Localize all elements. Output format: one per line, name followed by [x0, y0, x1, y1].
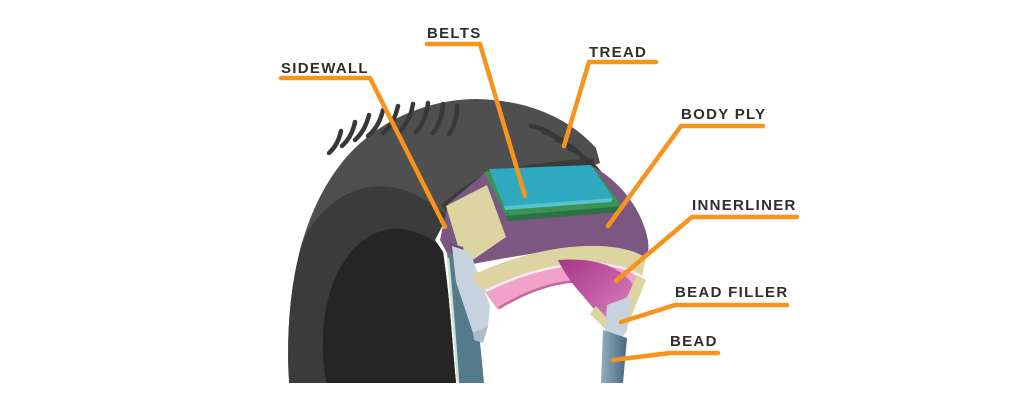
left-leg-bead-filler-facet [473, 326, 488, 343]
tread-grooves-left [326, 100, 460, 156]
left-leg-bead-filler-strip [452, 246, 490, 333]
leader-line-belts [424, 41, 528, 199]
label-body-ply: BODY PLY [681, 106, 767, 123]
bead-filler-layer [605, 296, 631, 343]
arch-cream-band [470, 245, 646, 292]
leader-line-sidewall [278, 75, 448, 230]
leader-line-bead-filler [618, 302, 790, 325]
label-belts: BELTS [427, 25, 482, 42]
belt-teal-light-edge [504, 198, 613, 210]
label-innerliner: INNERLINER [692, 197, 797, 214]
left-leg-bead-steel [447, 252, 484, 383]
label-bead-filler: BEAD FILLER [675, 284, 789, 301]
belt-edge-green-dark [506, 206, 623, 221]
leader-line-innerliner [613, 214, 800, 284]
sidewall-layer [446, 185, 506, 266]
label-bead: BEAD [670, 333, 718, 350]
left-leg-seam-line [446, 257, 460, 382]
bead-layer [601, 330, 627, 383]
leader-line-tread [561, 59, 659, 149]
label-sidewall: SIDEWALL [281, 60, 369, 77]
label-tread: TREAD [589, 44, 648, 61]
leader-line-bead [610, 350, 721, 363]
leader-line-body-ply [605, 123, 766, 229]
right-leg-cream-wrap [590, 275, 646, 344]
